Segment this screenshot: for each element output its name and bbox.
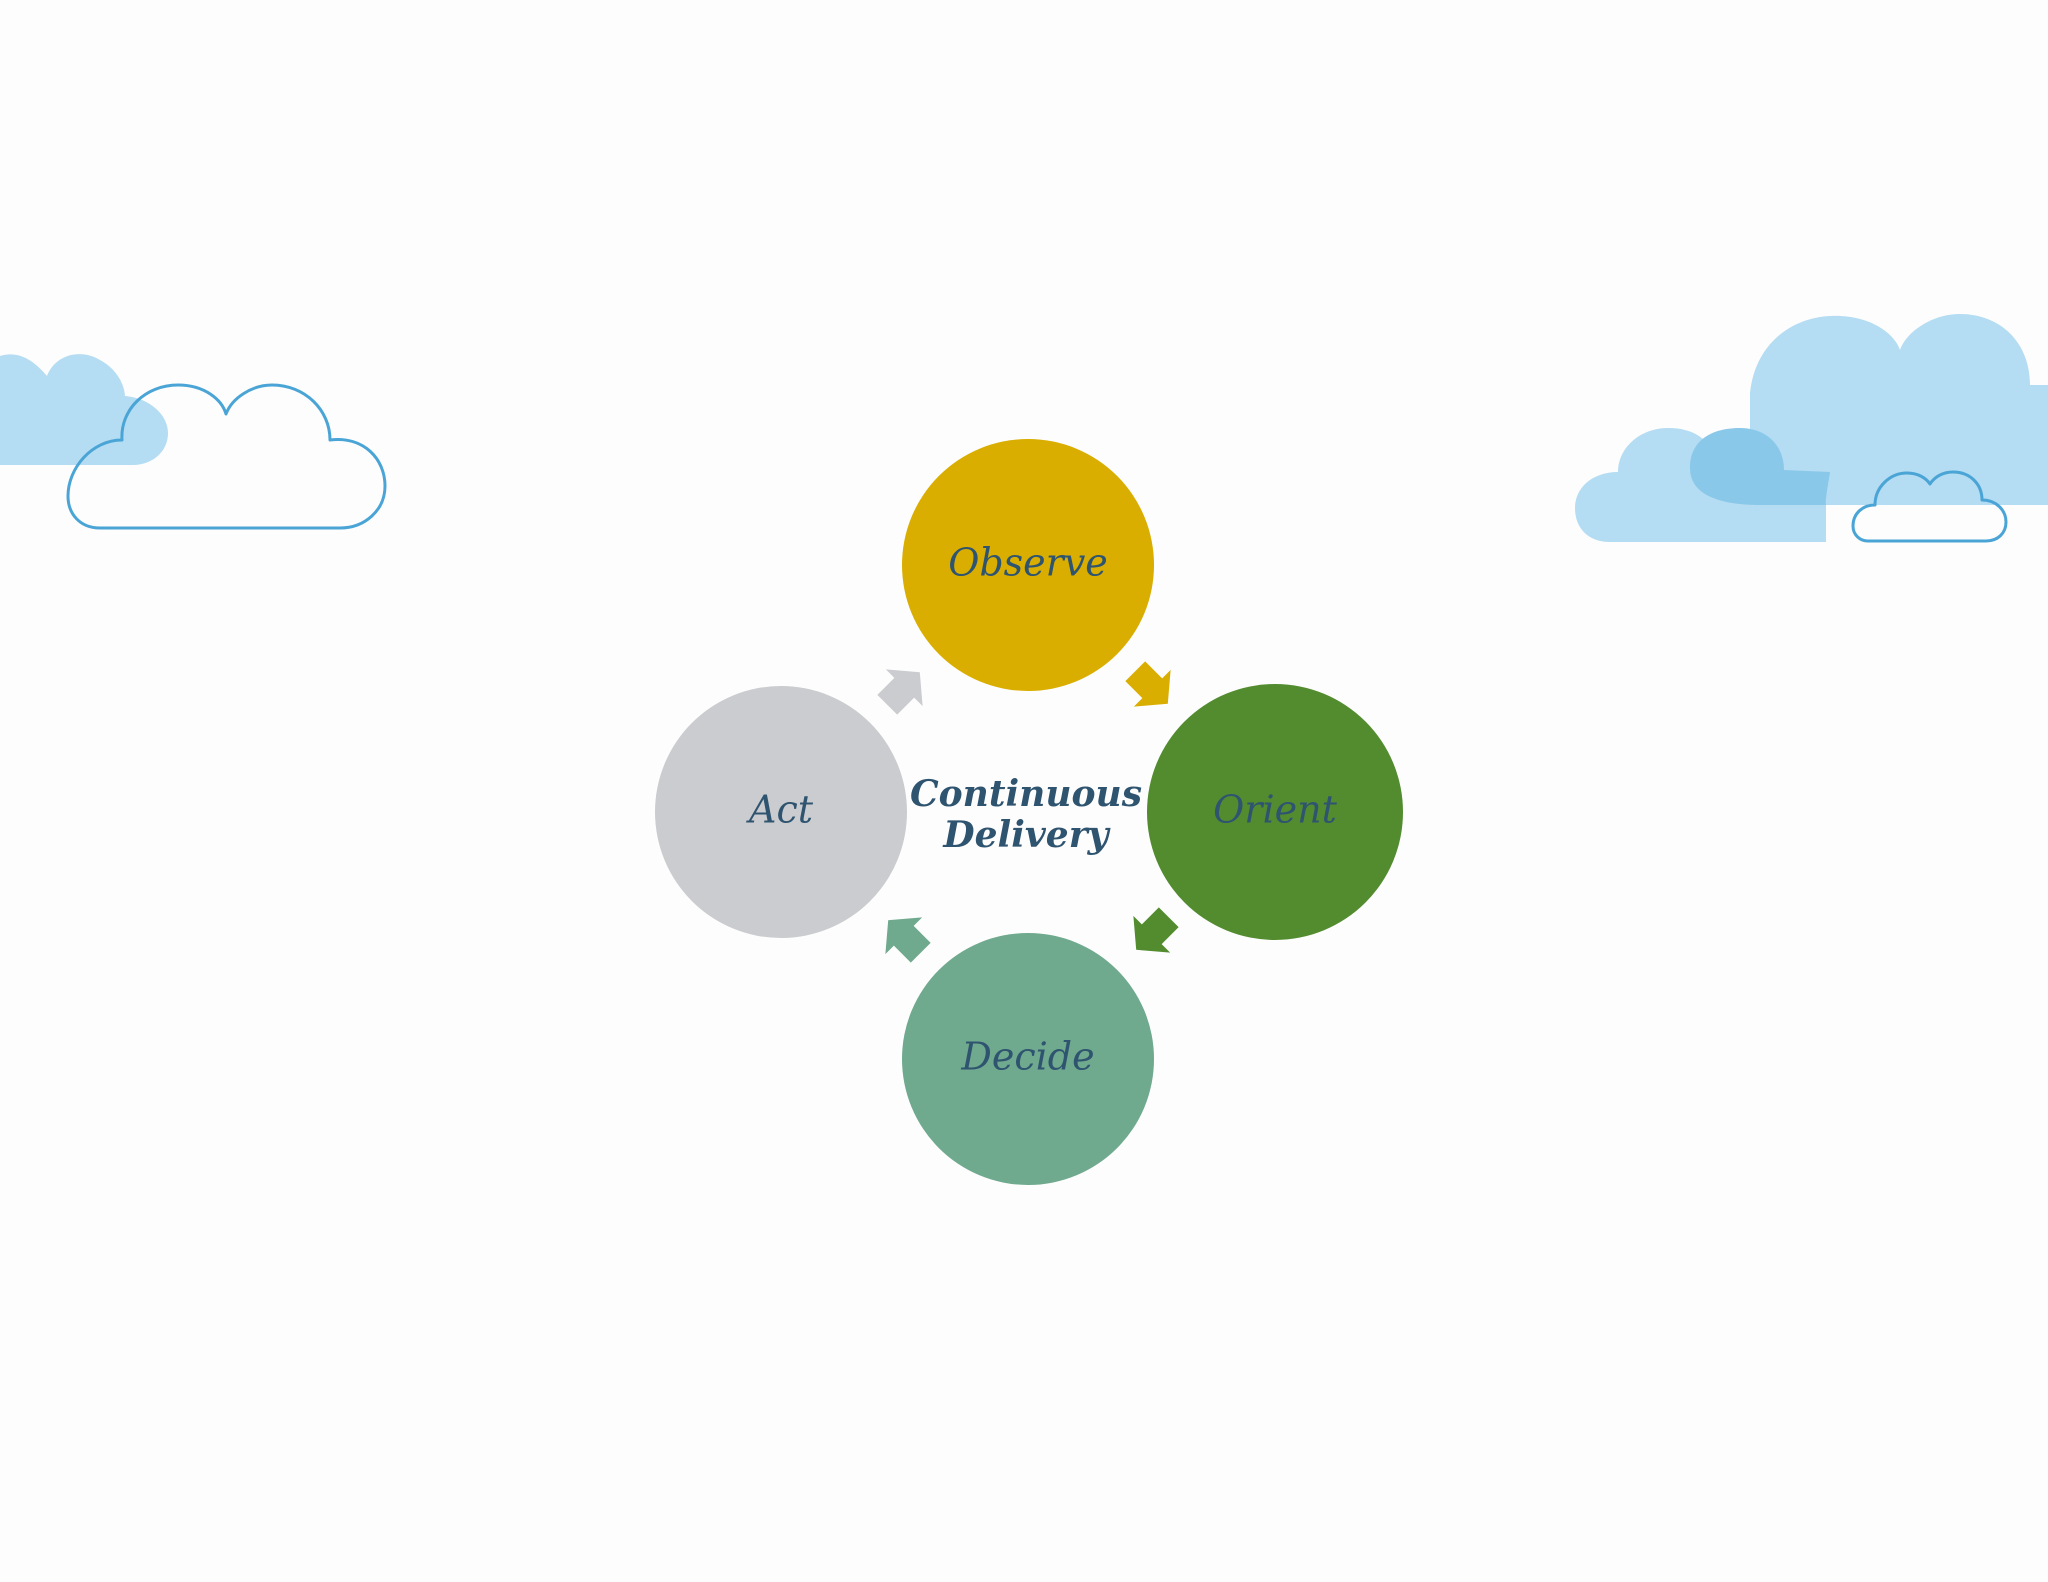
arrow-act-to-observe: [877, 669, 923, 715]
node-act: Act: [655, 686, 907, 938]
center-title-line1: Continuous: [910, 773, 1142, 815]
node-act-label: Act: [746, 788, 814, 832]
arrow-decide-to-act: [885, 917, 931, 963]
cycle-diagram: Observe Orient Decide Act Continuous Del…: [655, 439, 1403, 1185]
node-decide-label: Decide: [960, 1035, 1094, 1079]
cloud-filled-left: [0, 354, 168, 465]
node-observe: Observe: [902, 439, 1154, 691]
node-orient-label: Orient: [1213, 788, 1337, 832]
cloud-outline-left: [66, 383, 387, 530]
node-orient: Orient: [1147, 684, 1403, 940]
center-title-line2: Delivery: [942, 814, 1110, 856]
cloud-overlap-right: [1690, 428, 1830, 505]
arrow-observe-to-orient: [1125, 661, 1171, 707]
cloud-filled-right-large: [1750, 314, 2048, 505]
node-observe-label: Observe: [948, 541, 1108, 585]
center-title: Continuous Delivery: [910, 773, 1142, 856]
cloud-group-left: [0, 354, 387, 530]
cloud-outline-right: [1851, 470, 2008, 543]
cloud-group-right: [1575, 314, 2048, 543]
arrow-orient-to-decide: [1133, 907, 1179, 953]
node-decide: Decide: [902, 933, 1154, 1185]
